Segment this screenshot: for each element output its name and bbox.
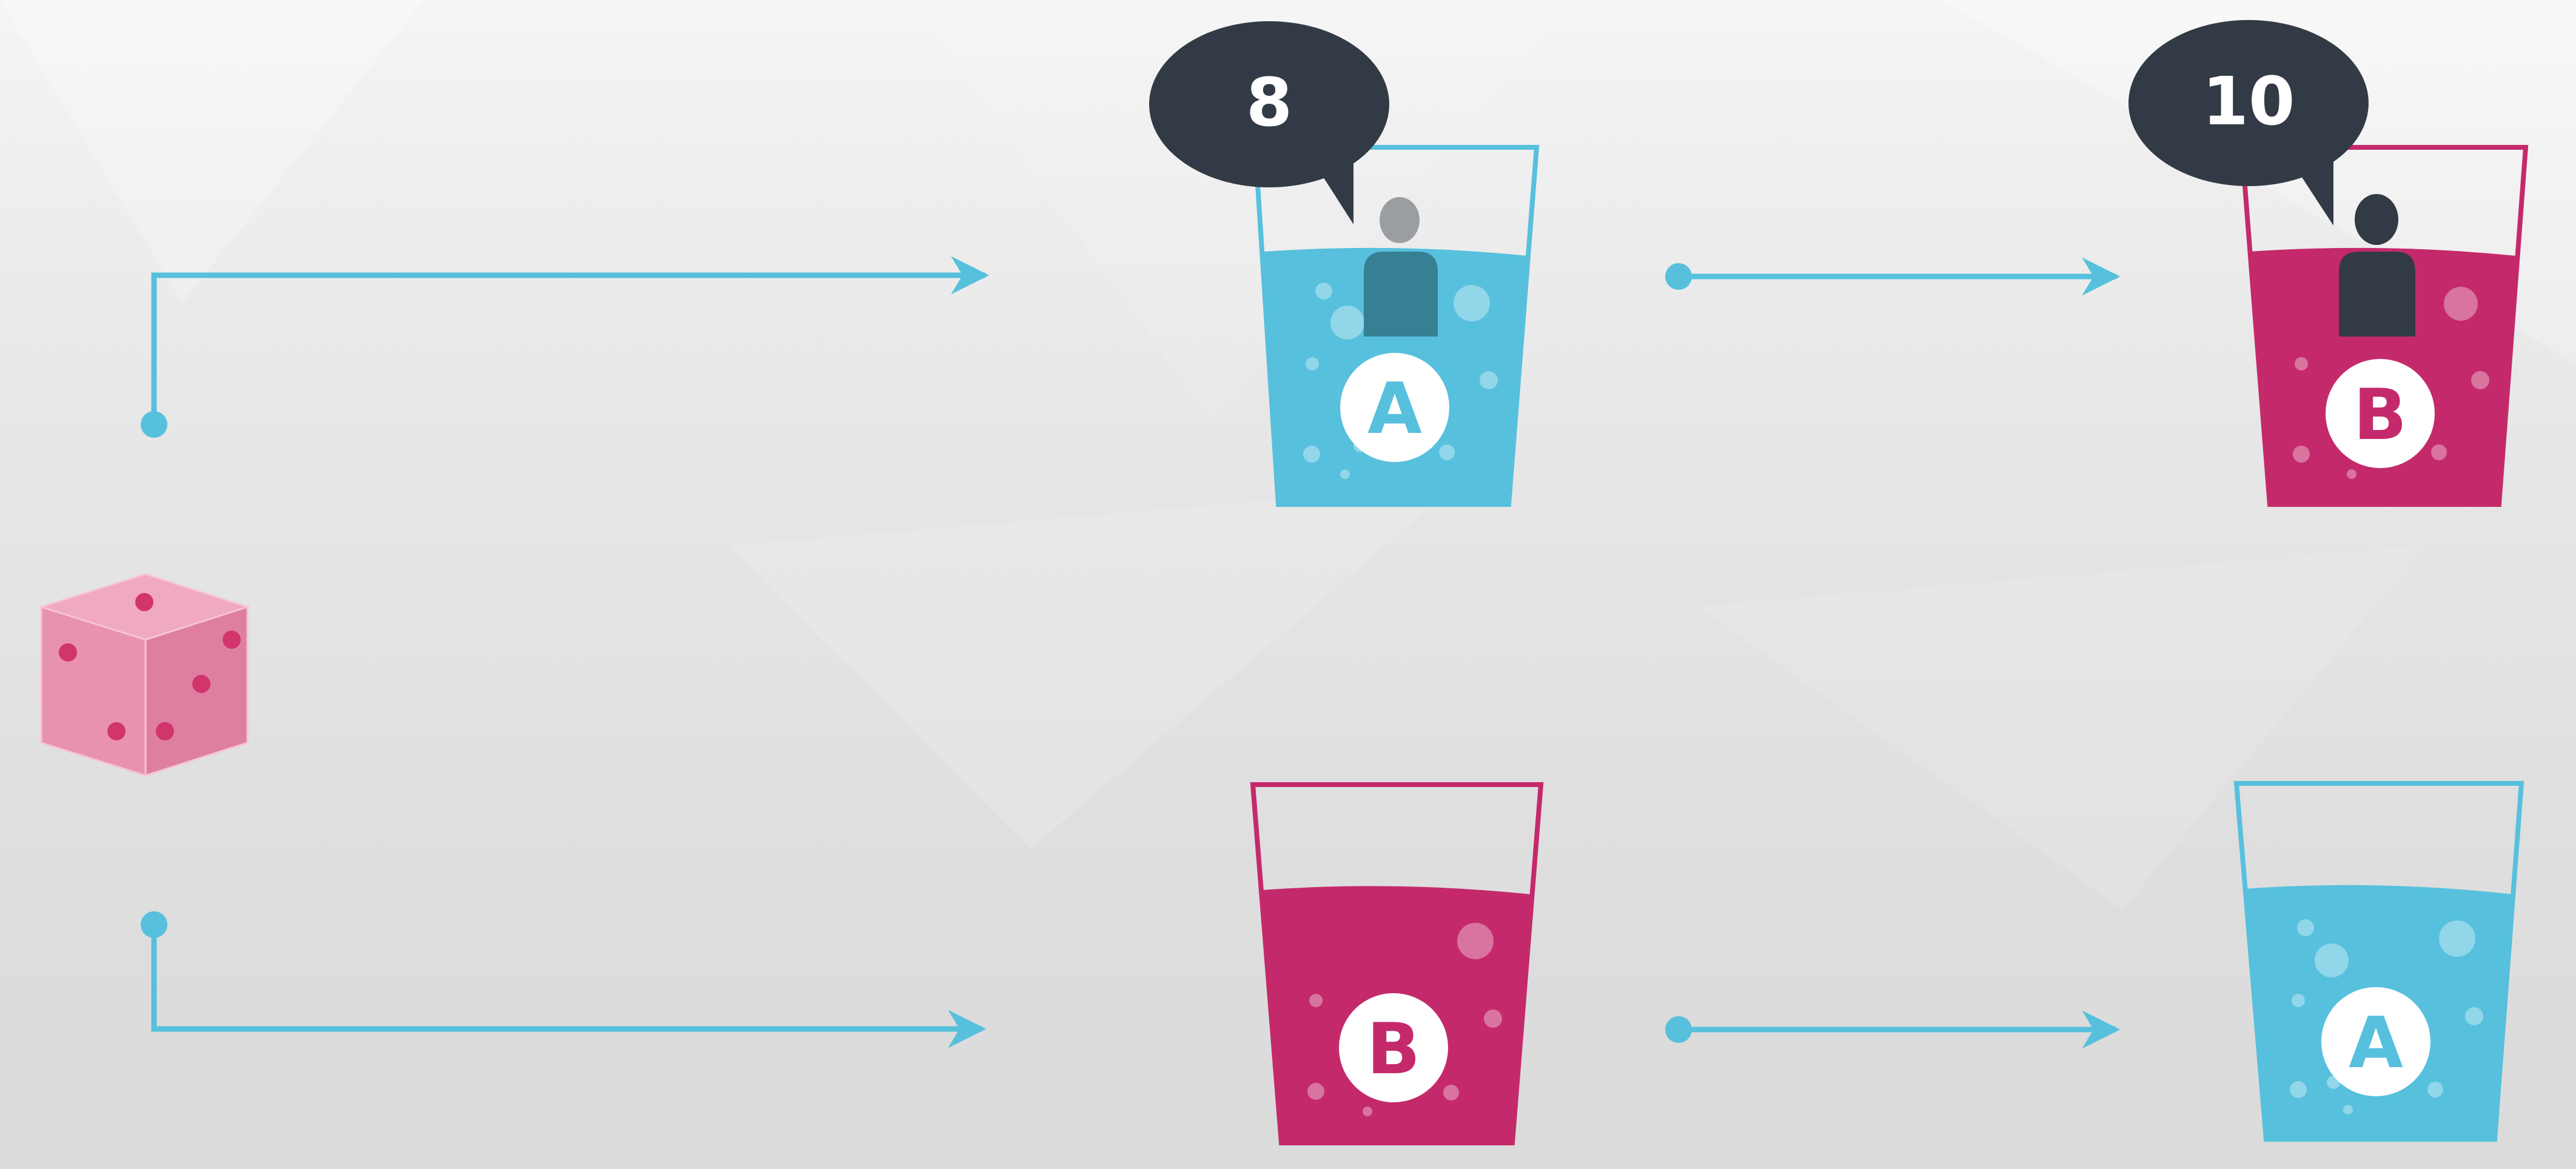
rating-top-first: 8 bbox=[1246, 64, 1293, 141]
arrow-icon bbox=[141, 256, 990, 438]
top-row-first-glass: A bbox=[1252, 145, 1540, 507]
glass-label-b: B bbox=[2353, 374, 2407, 456]
dice-icon bbox=[38, 573, 250, 777]
rating-top-second: 10 bbox=[2202, 62, 2295, 140]
speech-bubble-icon: 10 bbox=[2128, 20, 2369, 226]
person-icon bbox=[1364, 197, 1438, 337]
bottom-row-second-glass: A bbox=[2233, 781, 2524, 1142]
arrow-icon bbox=[141, 911, 987, 1048]
speech-bubble-icon: 8 bbox=[1149, 21, 1389, 224]
glass-label-a: A bbox=[2349, 1002, 2403, 1084]
bottom-row-first-glass: B bbox=[1250, 782, 1544, 1145]
glass-label-a: A bbox=[1367, 368, 1422, 450]
arrow-icon bbox=[1665, 1010, 2121, 1049]
top-row-second-glass: B bbox=[2239, 145, 2529, 507]
glass-label-b: B bbox=[1367, 1008, 1420, 1090]
person-icon bbox=[2339, 194, 2415, 337]
arrow-icon bbox=[1665, 257, 2121, 296]
